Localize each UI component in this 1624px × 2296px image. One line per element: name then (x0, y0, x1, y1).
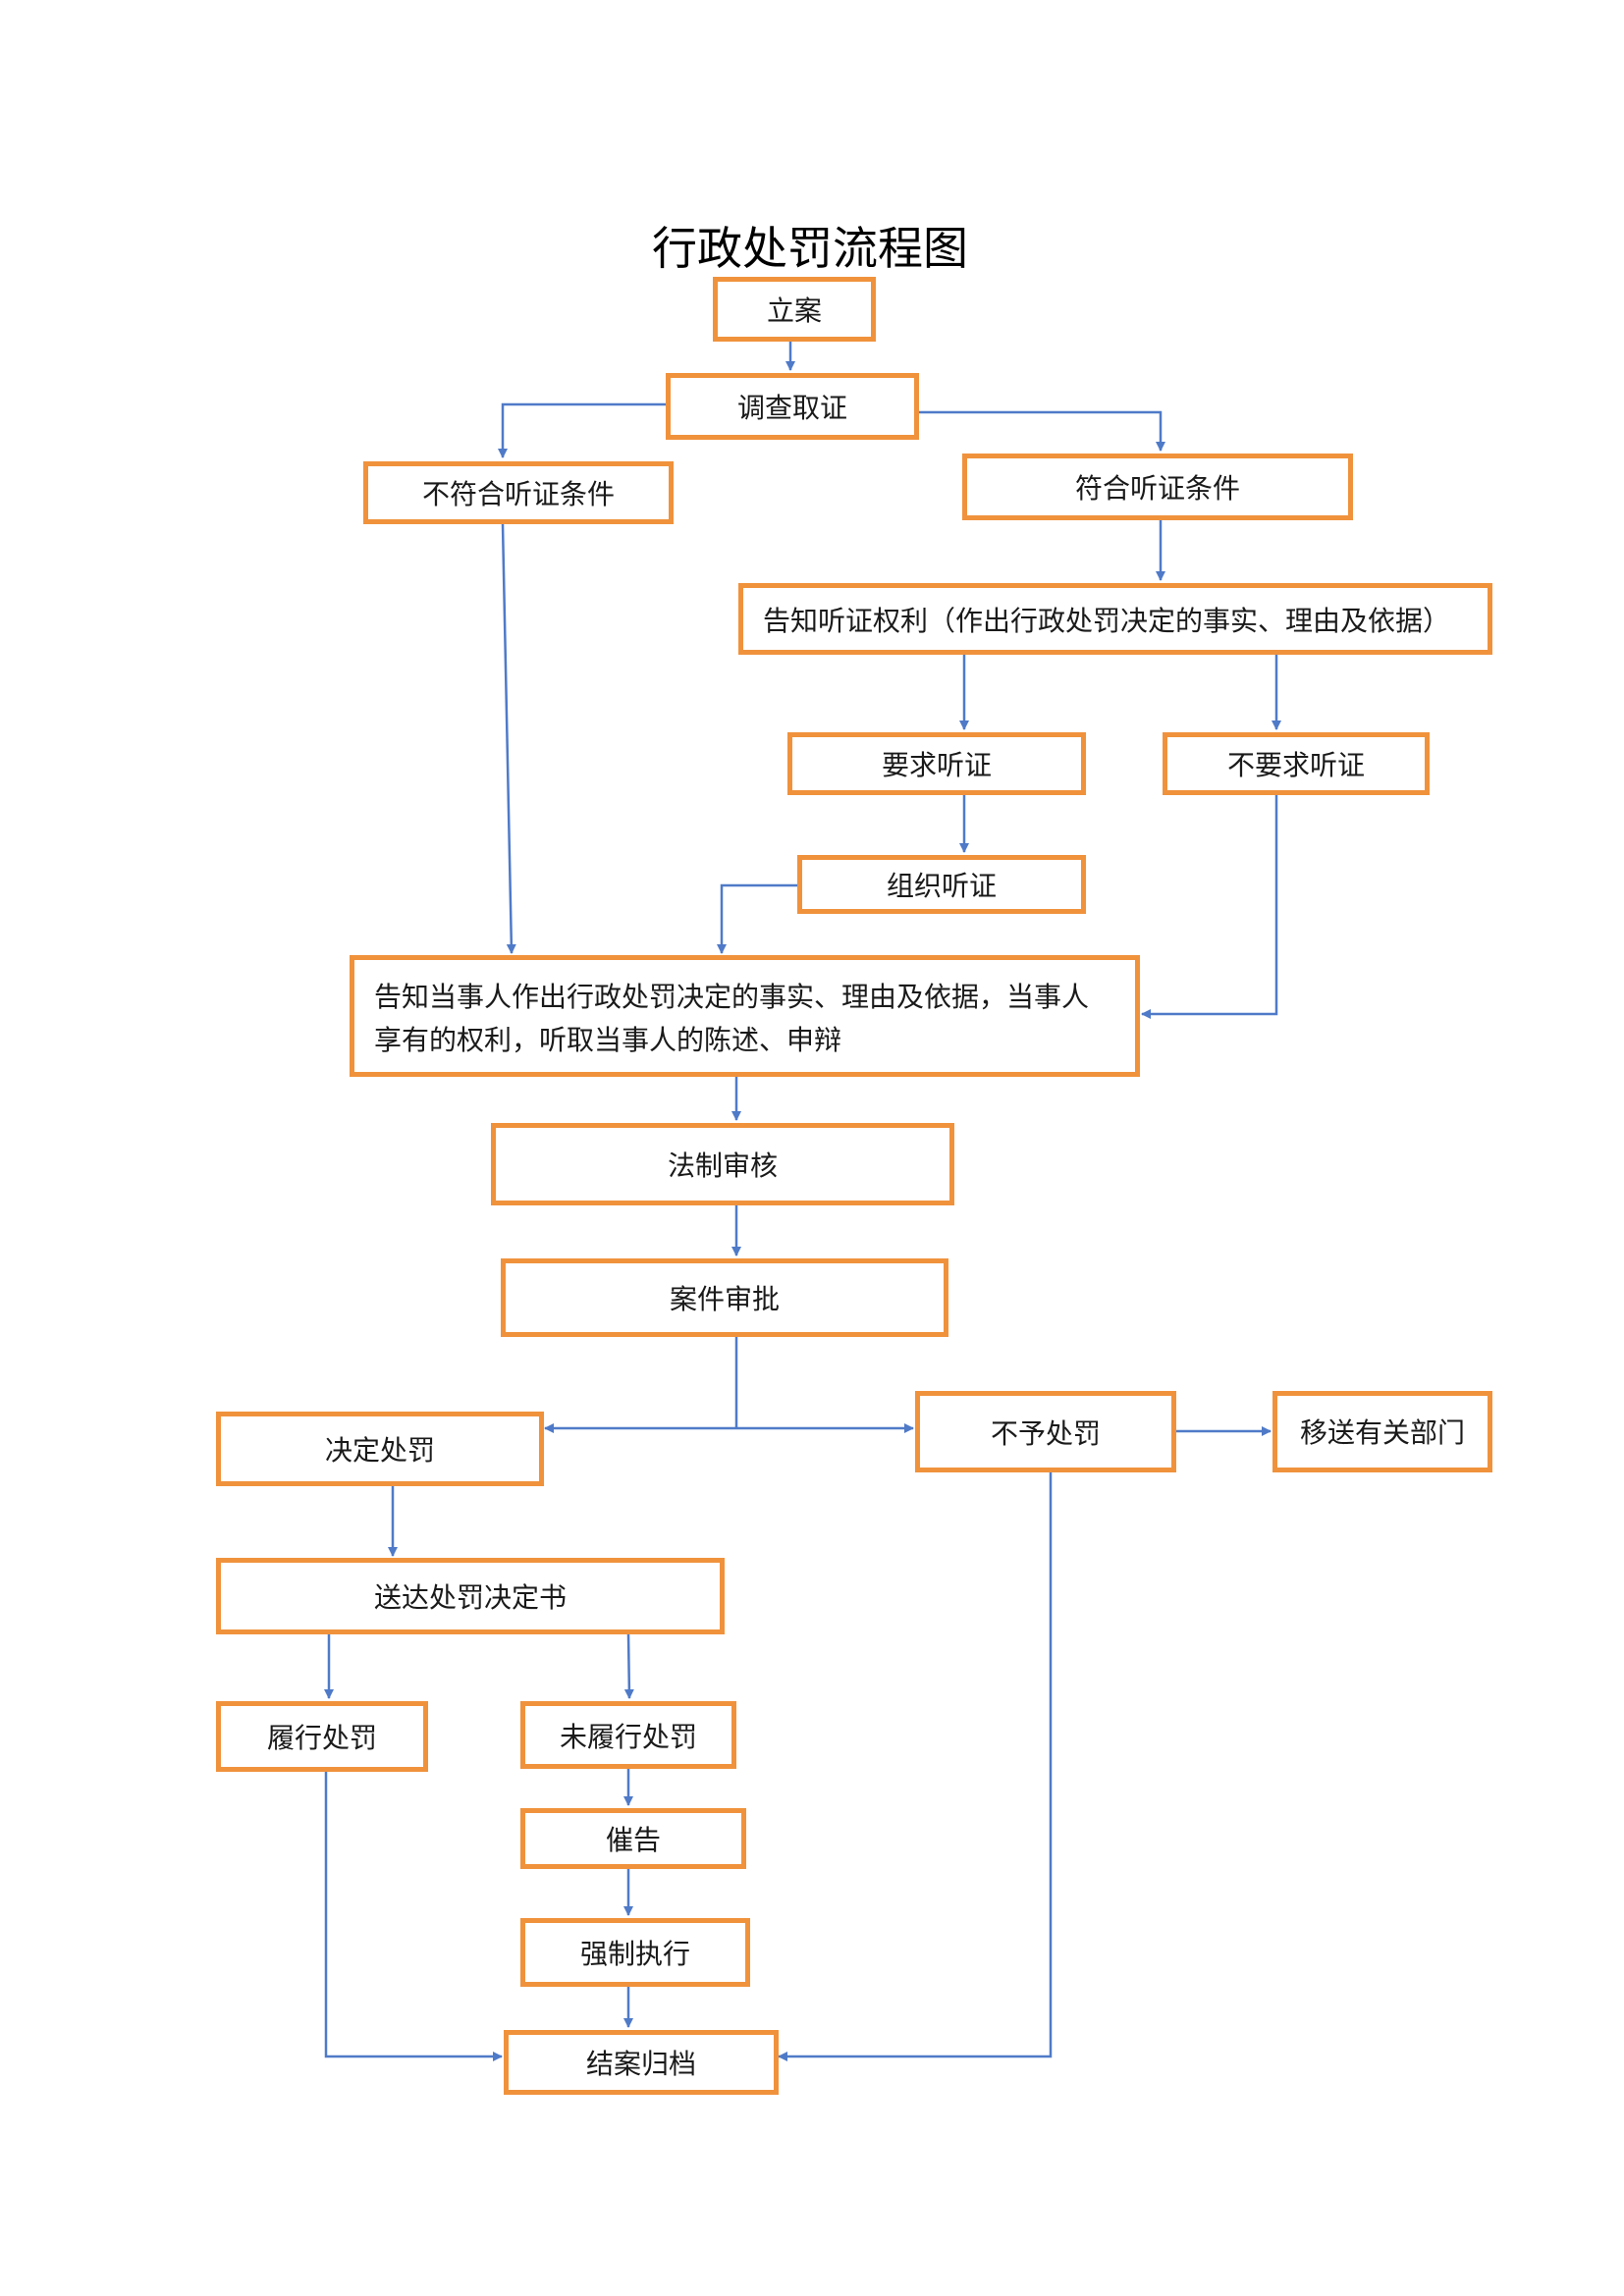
node-cuigao: 催告 (520, 1808, 746, 1869)
node-bufuhe: 不符合听证条件 (363, 461, 674, 524)
node-yaoqiu: 要求听证 (787, 732, 1086, 795)
node-fazhi-label: 法制审核 (667, 1149, 778, 1182)
node-lian-label: 立案 (766, 294, 822, 327)
node-gaozhi-dangshiren: 告知当事人作出行政处罚决定的事实、理由及依据，当事人享有的权利，听取当事人的陈述… (350, 955, 1140, 1077)
node-jueding: 决定处罚 (216, 1412, 544, 1486)
node-qiangzhi-label: 强制执行 (579, 1938, 690, 1970)
node-gaozhi-tingzheng-label: 告知听证权利（作出行政处罚决定的事实、理由及依据） (763, 604, 1451, 637)
node-weilvxing-label: 未履行处罚 (559, 1720, 697, 1753)
node-lvxing: 履行处罚 (216, 1701, 428, 1772)
node-buyu-label: 不予处罚 (990, 1416, 1101, 1450)
node-fazhi: 法制审核 (491, 1123, 954, 1205)
node-gaozhi-dangshiren-label: 告知当事人作出行政处罚决定的事实、理由及依据，当事人享有的权利，听取当事人的陈述… (374, 981, 1090, 1056)
node-diaocha-label: 调查取证 (736, 392, 847, 424)
arrow-buyaoqiu-to-gaozhi-dangshiren (1141, 795, 1278, 1019)
arrow-bufuhe-to-gaozhi-dangshiren (501, 523, 516, 954)
node-cuigao-label: 催告 (605, 1824, 661, 1856)
node-shenpi: 案件审批 (501, 1258, 948, 1337)
arrow-diaocha-to-fuhe (918, 410, 1165, 452)
node-fuhe: 符合听证条件 (962, 454, 1353, 520)
node-bufuhe-label: 不符合听证条件 (421, 478, 615, 510)
node-shenpi-label: 案件审批 (669, 1283, 780, 1315)
node-weilvxing: 未履行处罚 (520, 1701, 736, 1769)
page-title: 行政处罚流程图 (652, 222, 968, 275)
node-buyu: 不予处罚 (915, 1391, 1176, 1472)
node-lvxing-label: 履行处罚 (266, 1722, 377, 1754)
node-yisong: 移送有关部门 (1272, 1391, 1492, 1472)
node-jiean-label: 结案归档 (585, 2048, 696, 2080)
node-yisong-label: 移送有关部门 (1299, 1416, 1465, 1449)
arrow-buyu-to-jiean (778, 1472, 1053, 2061)
node-jiean: 结案归档 (504, 2030, 779, 2095)
arrow-lvxing-to-jiean (324, 1772, 503, 2061)
node-diaocha: 调查取证 (666, 373, 919, 440)
arrow-diaocha-to-bufuhe (498, 402, 668, 458)
node-songda-label: 送达处罚决定书 (373, 1581, 567, 1614)
node-yaoqiu-label: 要求听证 (881, 749, 992, 781)
node-lian: 立案 (713, 277, 876, 342)
node-buyaoqiu: 不要求听证 (1163, 732, 1430, 795)
node-qiangzhi: 强制执行 (520, 1918, 750, 1987)
node-gaozhi-tingzheng: 告知听证权利（作出行政处罚决定的事实、理由及依据） (738, 583, 1492, 655)
node-songda: 送达处罚决定书 (216, 1558, 725, 1634)
arrow-songda-to-weilvxing (623, 1633, 634, 1699)
arrow-zuzhi-to-gaozhi-dangshiren (717, 883, 797, 954)
node-jueding-label: 决定处罚 (324, 1434, 435, 1467)
node-zuzhi-label: 组织听证 (886, 870, 997, 902)
node-zuzhi: 组织听证 (797, 855, 1086, 914)
node-buyaoqiu-label: 不要求听证 (1226, 749, 1365, 781)
node-fuhe-label: 符合听证条件 (1074, 472, 1240, 505)
